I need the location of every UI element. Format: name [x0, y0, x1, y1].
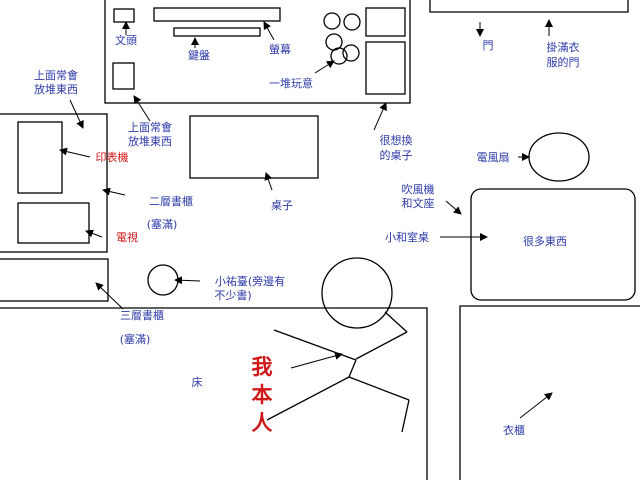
person-body	[266, 311, 410, 433]
label-full-1: (塞滿)	[147, 217, 178, 231]
desk-box-2	[365, 41, 406, 95]
toy-2	[343, 13, 361, 31]
toy-5	[330, 47, 348, 65]
computer-desk	[104, 0, 411, 104]
small-round-table	[147, 264, 179, 296]
label-small-table: 小和室桌	[385, 230, 429, 244]
label-me-1: 我	[252, 355, 273, 379]
low-table	[470, 188, 636, 301]
bookshelf-two-level	[0, 113, 108, 253]
label-wardrobe-2: 服的門	[547, 55, 580, 69]
label-tv: 電視	[116, 230, 138, 244]
door-frame	[429, 0, 629, 13]
closet	[459, 305, 640, 482]
label-dryer-1: 吹風機	[402, 182, 435, 196]
table	[189, 115, 319, 179]
labels: 文頭 鍵盤 螢幕 一堆玩意 上面常會 放堆東西 上面常會 放堆東西 很想換 的桌…	[34, 33, 580, 437]
label-scissors: 文頭	[115, 33, 137, 47]
arrows	[59, 19, 553, 419]
desk-shelf-box	[112, 62, 135, 90]
toy-4	[342, 44, 360, 62]
label-many-things: 很多東西	[523, 234, 567, 248]
electric-fan	[528, 132, 590, 182]
label-desk-stuff-1: 上面常會	[128, 120, 172, 134]
label-table: 桌子	[271, 199, 293, 212]
keyboard-box	[173, 27, 261, 37]
label-messy-desk-2: 的桌子	[380, 148, 413, 162]
toy-1	[323, 12, 341, 30]
label-bed: 床	[192, 375, 203, 389]
scissors-box	[113, 8, 135, 23]
label-screen: 螢幕	[269, 42, 291, 56]
printer-box	[17, 121, 63, 194]
screen-box	[153, 7, 281, 22]
label-dryer-2: 和文座	[402, 196, 435, 210]
label-me-2: 本	[252, 383, 273, 407]
tv-box	[17, 202, 90, 244]
label-shelf-stuff-1: 上面常會	[34, 68, 78, 82]
label-printer: 印表機	[96, 150, 129, 164]
label-desk-stuff-2: 放堆東西	[128, 134, 172, 148]
label-wardrobe-1: 掛滿衣	[547, 40, 580, 54]
person-head	[321, 257, 393, 329]
label-messy-desk-1: 很想換	[380, 133, 413, 147]
label-round-table-1: 小祐臺(旁邊有	[215, 274, 285, 288]
label-fan: 電風扇	[477, 150, 510, 164]
label-keyboard: 鍵盤	[188, 48, 210, 62]
desk-box-1	[365, 7, 406, 37]
bed	[0, 307, 428, 482]
label-bookshelf3: 三層書櫃	[120, 308, 164, 322]
label-round-table-2: 不少書)	[214, 288, 251, 302]
label-bookshelf2: 二層書櫃	[149, 194, 193, 208]
label-full-2: (塞滿)	[120, 332, 151, 346]
label-door: 門	[483, 39, 494, 52]
label-me-3: 人	[252, 411, 273, 435]
label-toys: 一堆玩意	[269, 76, 313, 90]
label-closet: 衣櫃	[503, 423, 525, 437]
label-shelf-stuff-2: 放堆東西	[34, 82, 78, 96]
bookshelf-three-level	[0, 258, 109, 302]
